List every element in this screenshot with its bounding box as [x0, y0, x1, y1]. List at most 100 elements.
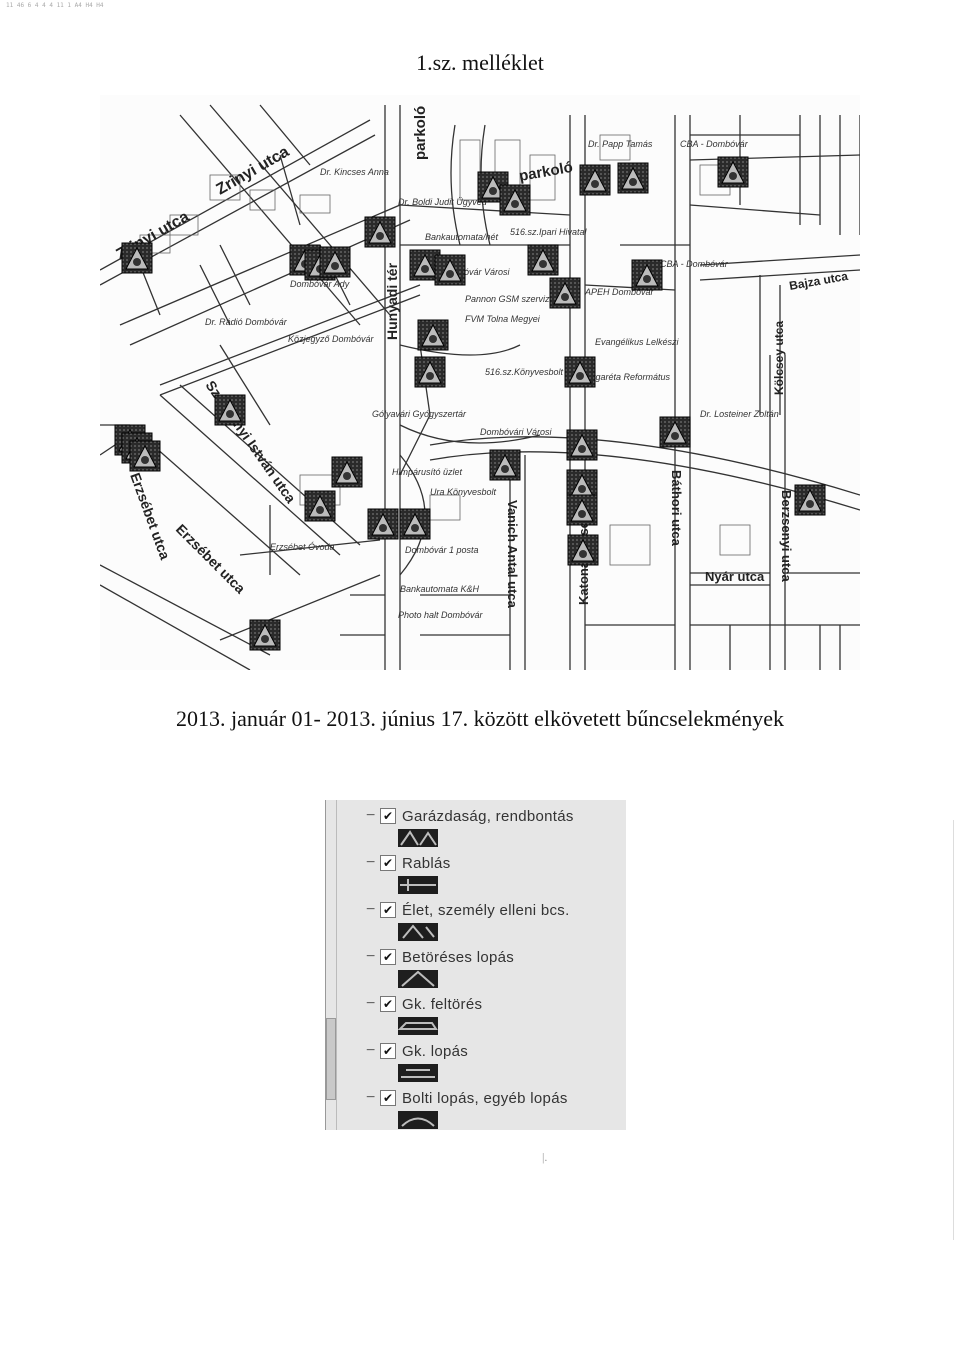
crime-marker[interactable]	[249, 619, 281, 651]
assault-icon	[398, 923, 438, 941]
legend-row: −✔ Gk. lopás	[366, 1040, 468, 1062]
street-label-vanich: Vanich Antal utca	[505, 500, 520, 609]
crime-marker[interactable]	[319, 246, 351, 278]
legend-row: −✔Gk. feltörés	[366, 993, 482, 1015]
crime-map[interactable]: Zrinyi utca Zrinyi utca parkoló parkoló …	[100, 95, 860, 670]
legend-item[interactable]: −✔ Garázdaság, rendbontás	[326, 805, 626, 852]
crime-marker[interactable]	[617, 162, 649, 194]
collapse-dash-icon[interactable]: −	[366, 854, 376, 871]
crime-marker[interactable]	[579, 164, 611, 196]
place-label-pannon: Pannon GSM szerviz	[465, 294, 550, 304]
legend-checkbox[interactable]: ✔	[380, 808, 396, 824]
legend-item[interactable]: −✔Bolti lopás, egyéb lopás	[326, 1087, 626, 1134]
legend-row: −✔Bolti lopás, egyéb lopás	[366, 1087, 568, 1109]
crime-marker[interactable]	[794, 484, 826, 516]
place-label-kozjegyzo: Közjegyző Dombóvár	[288, 334, 375, 344]
legend-label: Élet, személy elleni bcs.	[402, 901, 570, 919]
place-label-ady: Dombóvár Ady	[290, 279, 350, 289]
place-label-dombovar-varosi-1: Dombóvár Városi	[440, 267, 511, 277]
crime-marker[interactable]	[434, 254, 466, 286]
place-label-reformatus: Margaréta Református	[580, 372, 671, 382]
place-label-fvm: FVM Tolna Megyei	[465, 314, 541, 324]
place-label-evangelikus: Evangélikus Lelkészi	[595, 337, 680, 347]
legend-checkbox[interactable]: ✔	[380, 855, 396, 871]
collapse-dash-icon[interactable]: −	[366, 807, 376, 824]
crime-marker[interactable]	[399, 508, 431, 540]
legend-checkbox[interactable]: ✔	[380, 1090, 396, 1106]
street-label-nyar: Nyár utca	[705, 569, 765, 584]
street-label-hunyadi: Hunyadi tér	[384, 262, 400, 340]
crime-marker[interactable]	[566, 429, 598, 461]
street-label-parkolo-1: parkoló	[412, 106, 429, 160]
place-label-boldi: Dr. Boldi Judit Ügyvéd	[398, 197, 488, 207]
legend-item[interactable]: −✔ Rablás	[326, 852, 626, 899]
crime-marker[interactable]	[304, 490, 336, 522]
collapse-dash-icon[interactable]: −	[366, 901, 376, 918]
legend-checkbox[interactable]: ✔	[380, 1043, 396, 1059]
street-network	[100, 104, 860, 670]
map-svg[interactable]: Zrinyi utca Zrinyi utca parkoló parkoló …	[100, 95, 860, 670]
scan-edge-line	[953, 820, 954, 1240]
collapse-dash-icon[interactable]: −	[366, 995, 376, 1012]
legend-row: −✔Betöréses lopás	[366, 946, 514, 968]
crime-marker[interactable]	[364, 216, 396, 248]
collapse-dash-icon[interactable]: −	[366, 1089, 376, 1106]
page-title: 1.sz. melléklet	[416, 50, 544, 75]
legend-item[interactable]: −✔Betöréses lopás	[326, 946, 626, 993]
crime-marker[interactable]	[564, 356, 596, 388]
place-label-dombovar-varosi-2: Dombóvári Városi	[480, 427, 553, 437]
crime-marker[interactable]	[214, 394, 246, 426]
place-label-konyv516: 516.sz.Könyvesbolt	[485, 367, 564, 377]
place-labels: Dr. Papp Tamás CBA - Dombóvár Dr. Kincse…	[205, 139, 779, 620]
legend-panel: −✔Garázdaság, rendbontás−✔Rablás−✔Élet, …	[325, 800, 626, 1130]
robbery-icon	[398, 876, 438, 894]
crime-marker[interactable]	[417, 319, 449, 351]
legend-label: Gk. lopás	[402, 1042, 469, 1060]
burglary-icon	[398, 970, 438, 988]
street-label-bathori: Báthori utca	[669, 470, 684, 547]
crime-marker[interactable]	[367, 508, 399, 540]
stray-mark: |.	[542, 1150, 548, 1164]
crime-marker[interactable]	[567, 534, 599, 566]
legend-scrollbar[interactable]	[326, 1018, 336, 1100]
crime-marker[interactable]	[121, 242, 153, 274]
scan-header-text: 11 46 6 4 4 4 11 1 A4 H4 H4	[6, 2, 104, 9]
crime-marker[interactable]	[129, 440, 161, 472]
legend-checkbox[interactable]: ✔	[380, 949, 396, 965]
place-label-himpar: Himpárusító üzlet	[392, 467, 463, 477]
legend-row: −✔ Élet, személy elleni bcs.	[366, 899, 570, 921]
place-label-radio: Dr. Rádió Dombóvár	[205, 317, 288, 327]
legend-item[interactable]: −✔ Élet, személy elleni bcs.	[326, 899, 626, 946]
crime-marker[interactable]	[659, 416, 691, 448]
crime-marker[interactable]	[549, 277, 581, 309]
crime-marker[interactable]	[631, 259, 663, 291]
crime-marker[interactable]	[566, 494, 598, 526]
car-breakin-icon	[398, 1017, 438, 1035]
crime-marker[interactable]	[414, 356, 446, 388]
map-caption: 2013. január 01- 2013. június 17. között…	[176, 706, 784, 731]
crime-marker[interactable]	[489, 449, 521, 481]
crime-marker[interactable]	[499, 184, 531, 216]
place-label-posta: Dombóvár 1 posta	[405, 545, 479, 555]
collapse-dash-icon[interactable]: −	[366, 1042, 376, 1059]
legend-checkbox[interactable]: ✔	[380, 996, 396, 1012]
place-label-cba-2: CBA - Dombóvár	[660, 259, 729, 269]
place-label-ura: Ura Könyvesbolt	[430, 487, 497, 497]
crime-marker[interactable]	[527, 244, 559, 276]
place-label-bankautomata-1: Bankautomata/hét	[425, 232, 499, 242]
shoplifting-icon	[398, 1111, 438, 1129]
legend-row: −✔ Rablás	[366, 852, 451, 874]
legend-checkbox[interactable]: ✔	[380, 902, 396, 918]
scuffle-icon	[398, 829, 438, 847]
place-label-cba-1: CBA - Dombóvár	[680, 139, 749, 149]
car-theft-icon	[398, 1064, 438, 1082]
legend-item[interactable]: −✔ Gk. lopás	[326, 1040, 626, 1087]
legend-label: Rablás	[402, 854, 451, 872]
building-outlines	[139, 134, 751, 566]
crime-marker[interactable]	[717, 156, 749, 188]
collapse-dash-icon[interactable]: −	[366, 948, 376, 965]
legend-row: −✔ Garázdaság, rendbontás	[366, 805, 574, 827]
crime-marker[interactable]	[331, 456, 363, 488]
legend-item[interactable]: −✔Gk. feltörés	[326, 993, 626, 1040]
legend-label: Garázdaság, rendbontás	[402, 807, 574, 825]
